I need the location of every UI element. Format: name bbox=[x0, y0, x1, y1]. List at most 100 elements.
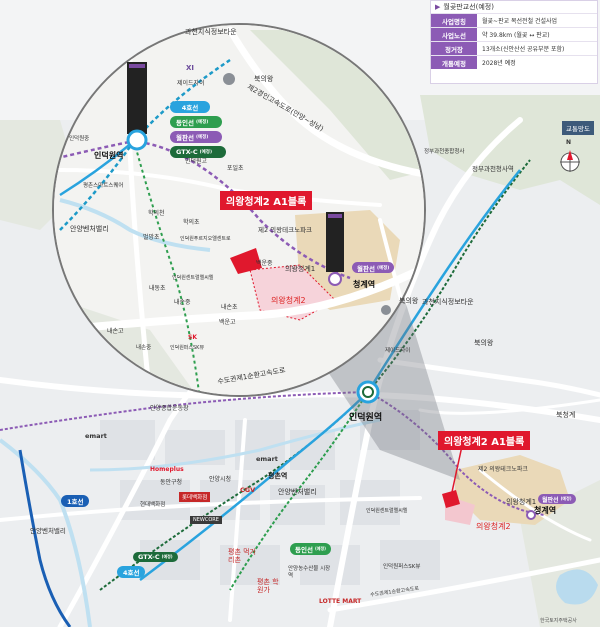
dongin-sub: (예정) bbox=[314, 546, 326, 551]
line-pill-label: 동인선 bbox=[176, 119, 194, 127]
induckwon-tower-icon bbox=[126, 62, 148, 151]
label-gwacheon-it-main: 과천지식정보타운 bbox=[422, 298, 474, 306]
label-naedongcho: 내동초 bbox=[149, 285, 166, 292]
line-pill-gtxc: GTX-C(예정) bbox=[170, 146, 226, 158]
lotte-mart-logo: LOTTE MART bbox=[319, 598, 362, 605]
homeplus-logo: Homeplus bbox=[150, 466, 184, 473]
line-pill-tag: (예정) bbox=[195, 135, 209, 140]
label-gwacheon-it: 과천지식정보타운 bbox=[185, 28, 237, 36]
label-bukuiwang-main: 북의왕 bbox=[474, 339, 494, 347]
label-cheonggye-station-zoom: 청계역 bbox=[353, 280, 376, 289]
cheonggye-station-marker-main[interactable] bbox=[526, 510, 536, 520]
sk-logo: SK bbox=[188, 334, 197, 341]
gtxc-line-track bbox=[99, 159, 531, 591]
label-naesoncho: 내손초 bbox=[221, 304, 238, 311]
dongin-line-track bbox=[229, 391, 369, 591]
label-gwacheon-gov-station: 정부과천청사역 bbox=[472, 165, 514, 173]
label-techno-main: 제2 의왕테크노파크 bbox=[478, 466, 528, 473]
cheonggye-tower-icon bbox=[326, 212, 344, 286]
triangle-icon: ▶ bbox=[435, 3, 441, 11]
label-sk-view-main: 인덕원퍼스SK뷰 bbox=[383, 564, 421, 570]
gtxc-badge: GTX-C(예정) bbox=[133, 552, 178, 562]
label-cheonggye-ic: 북청계 bbox=[556, 411, 576, 419]
target-label-zoom: 의왕청계2 A1블록 bbox=[220, 191, 313, 210]
info-row: 사업노선 약 39.8km (월곶 ↔ 판교) bbox=[431, 27, 597, 41]
dongin-badge: 동인선(예정) bbox=[290, 543, 331, 555]
label-gwacheon-gov: 정부과천종합청사 bbox=[424, 149, 465, 155]
label-hyundai: 현대백화점 bbox=[140, 502, 166, 508]
info-row: 개통예정 2028년 예정 bbox=[431, 55, 597, 69]
info-row-value: 월곶~판교 복선전철 건설사업 bbox=[482, 18, 558, 25]
label-baegunjung: 백운중 bbox=[256, 260, 273, 267]
induckwon-station-marker[interactable] bbox=[356, 380, 380, 404]
label-credit: 한국토지주택공사 bbox=[540, 618, 577, 624]
label-cheonggye1-main: 의왕청계1 bbox=[506, 498, 537, 506]
line-pill-walpan: 월판선(예정) bbox=[170, 131, 222, 143]
line-pill-tag: (예정) bbox=[199, 150, 213, 155]
emart-logo-2: emart bbox=[256, 455, 278, 463]
label-cheonggye1-zoom: 의왕청계1 bbox=[285, 265, 316, 273]
label-induckwon-swell: 인덕원센트럴엘씨엘 bbox=[172, 275, 214, 281]
dongin-label: 동인선 bbox=[295, 546, 313, 554]
line-pill-dongin: 동인선(예정) bbox=[170, 116, 222, 128]
label-bukuiwang-zoom: 북의왕 bbox=[254, 75, 274, 83]
line1-badge: 1호선 bbox=[61, 495, 90, 507]
info-row-value: 2028년 예정 bbox=[482, 60, 516, 67]
target-block-marker-main[interactable] bbox=[442, 445, 463, 508]
info-row-value: 약 39.8km (월곶 ↔ 판교) bbox=[482, 32, 550, 39]
lotte-dept-badge: 롯데백화점 bbox=[179, 492, 211, 502]
label-pyeongchon-smart-zoom: 평촌스마트스퀘어 bbox=[83, 183, 124, 189]
label-induckwon-station-zoom: 인덕원역 bbox=[94, 151, 124, 160]
cheonggye-ic-marker-icon bbox=[381, 305, 391, 315]
info-row-value: 13개소(신안산선 공유부분 포함) bbox=[482, 46, 565, 53]
line1-track bbox=[18, 449, 72, 627]
transit-badge: 교통망도 bbox=[562, 121, 594, 135]
label-sk-view-zoom: 인덕원퍼스SK뷰 bbox=[170, 345, 205, 351]
label-prugio: 인덕원푸르지오엘센트로 bbox=[180, 236, 231, 242]
line4-badge: 4호선 bbox=[117, 566, 146, 578]
green-area-gwacheon bbox=[420, 95, 600, 205]
zoom-inset bbox=[52, 23, 426, 397]
target-label-main: 의왕청계2 A1블록 bbox=[438, 431, 531, 450]
walpan-tag-label: 월판선 bbox=[357, 264, 375, 273]
label-anyang-farm: 안양농수산물 시장역 bbox=[288, 566, 331, 579]
label-baegungo: 백운고 bbox=[219, 319, 236, 326]
gtxc-label: GTX-C bbox=[138, 553, 160, 561]
label-induckwon-station-main: 인덕원역 bbox=[349, 413, 383, 423]
label-anyang-valley-zoom: 안양벤처밸리 bbox=[70, 225, 109, 233]
xi-logo: XI bbox=[186, 64, 195, 72]
label-pyeongchon-food: 평촌 먹거리촌 bbox=[228, 548, 256, 564]
info-row-key: 사업노선 bbox=[431, 28, 477, 41]
label-techno-zoom: 제2 의왕테크노파크 bbox=[258, 226, 313, 234]
walpan-tag-main: 월판선(예정) bbox=[538, 494, 576, 504]
info-table-title: 월곶판교선(예정) bbox=[443, 3, 494, 11]
info-row-key: 정거장 bbox=[431, 42, 477, 55]
baegun-lake bbox=[556, 569, 598, 605]
north-arrow-icon bbox=[560, 150, 580, 172]
walpan-tag-sub: (예정) bbox=[560, 496, 572, 501]
walpan-tag-label: 월판선 bbox=[542, 496, 559, 504]
label-hakui-cheon-zoom: 학의천 bbox=[148, 210, 165, 217]
info-table: ▶ 월곶판교선(예정) 사업명칭 월곶~판교 복선전철 건설사업 사업노선 약 … bbox=[430, 0, 598, 84]
label-dongan-office: 동안구청 bbox=[160, 479, 183, 486]
label-anyang-valley-west: 안양벤처밸리 bbox=[30, 527, 66, 535]
north-label: N bbox=[566, 139, 572, 146]
label-cheonggye-ic-zoom: 북의왕 bbox=[399, 297, 419, 305]
info-row: 정거장 13개소(신안산선 공유부분 포함) bbox=[431, 41, 597, 55]
line-pill-label: 월판선 bbox=[176, 134, 194, 142]
label-jade-xi: 제이드자이 bbox=[177, 80, 205, 87]
walpan-line-east bbox=[367, 391, 546, 516]
ic-marker-icon bbox=[223, 73, 235, 85]
label-anyang-valley-main: 안양벤처밸리 bbox=[278, 488, 317, 496]
info-row: 사업명칭 월곶~판교 복선전철 건설사업 bbox=[431, 13, 597, 27]
info-table-header: ▶ 월곶판교선(예정) bbox=[431, 1, 597, 13]
info-row-key: 개통예정 bbox=[431, 56, 477, 69]
gtxc-sub: (예정) bbox=[161, 554, 173, 559]
label-naesongo: 내손고 bbox=[107, 328, 124, 335]
label-cheonggye-station-main: 청계역 bbox=[534, 506, 557, 515]
label-naesonjung: 내손중 bbox=[174, 299, 191, 306]
label-byeolmangcho: 벌망초 bbox=[143, 234, 160, 241]
label-cheonggye2-main: 의왕청계2 bbox=[476, 522, 511, 531]
